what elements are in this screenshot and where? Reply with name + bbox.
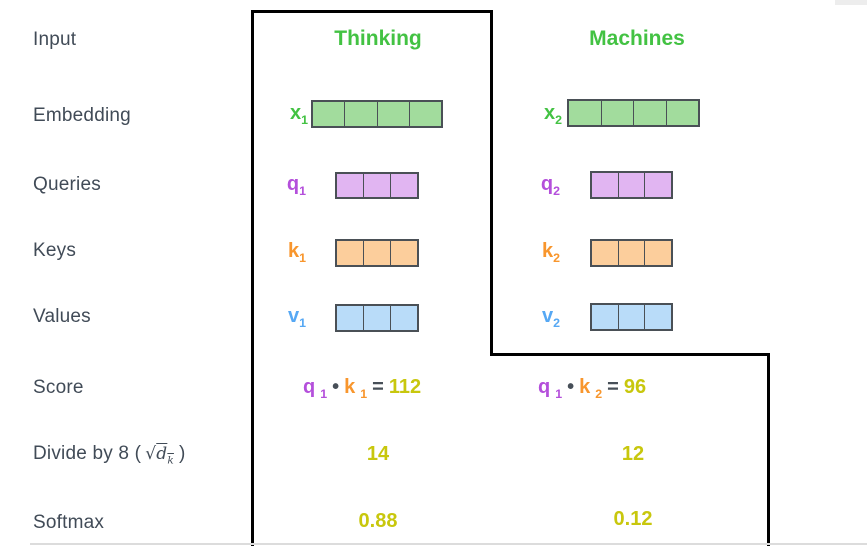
row-label-score: Score: [33, 377, 84, 398]
vector-cell: [313, 102, 346, 126]
vector-cell: [391, 241, 417, 265]
vector-cell: [569, 101, 602, 125]
vector-cell: [618, 173, 646, 197]
divide-prefix: Divide by 8 (: [33, 443, 142, 464]
row-label-values: Values: [33, 306, 91, 327]
vector-cell: [618, 241, 646, 265]
value-vector-v1: [335, 304, 419, 332]
softmax-value-2: 0.12: [613, 508, 653, 530]
divide-value-2: 12: [621, 443, 645, 465]
vector-cell: [337, 174, 364, 197]
vector-cell: [391, 306, 417, 330]
divide-suffix: ): [178, 443, 186, 464]
row-label-divide: Divide by 8 ( √dk ): [33, 443, 186, 467]
vector-cell: [634, 101, 667, 125]
embedding-label-x1: x1: [289, 102, 308, 127]
vector-cell: [364, 174, 391, 197]
vector-cell: [645, 305, 672, 329]
vector-cell: [645, 241, 672, 265]
key-vector-k2: [590, 239, 673, 267]
row-label-input: Input: [33, 29, 77, 50]
value-label-v2: v2: [541, 305, 560, 330]
query-label-q2: q2: [540, 173, 560, 198]
top-right-artifact: [835, 0, 867, 5]
vector-cell: [645, 173, 672, 197]
key-label-k1: k1: [287, 240, 306, 265]
vector-cell: [592, 173, 619, 197]
dot-operator: •: [567, 376, 575, 398]
embedding-label-x2: x2: [543, 102, 562, 127]
vector-cell: [377, 102, 410, 126]
row-label-keys: Keys: [33, 240, 77, 261]
column-heading-machines: Machines: [589, 27, 685, 50]
embedding-vector-x2: [567, 99, 700, 127]
query-label-q1: q1: [286, 173, 306, 198]
vector-cell: [666, 101, 698, 125]
radicand-sub-k: k: [167, 454, 174, 467]
key-vector-k1: [335, 239, 419, 267]
vector-cell: [618, 305, 646, 329]
radicand-d: d: [156, 444, 168, 464]
vector-cell: [337, 306, 364, 330]
query-vector-q1: [335, 172, 419, 199]
embedding-vector-x1: [311, 100, 443, 128]
equals-sign: =: [372, 376, 384, 398]
sqrt-dk-formula: √dk: [145, 444, 175, 467]
box-border-right-inner: [490, 10, 493, 356]
equals-sign: =: [607, 376, 619, 398]
row-label-embedding: Embedding: [33, 105, 131, 126]
box-border-step: [490, 353, 770, 356]
vector-cell: [592, 241, 619, 265]
row-label-softmax: Softmax: [33, 512, 105, 533]
score1-value: 112: [388, 376, 422, 398]
dot-operator: •: [332, 376, 340, 398]
softmax-value-1: 0.88: [358, 510, 398, 532]
value-label-v1: v1: [287, 305, 306, 330]
value-vector-v2: [590, 303, 673, 331]
query-vector-q2: [590, 171, 673, 199]
vector-cell: [364, 241, 391, 265]
vector-cell: [592, 305, 619, 329]
radical-sign: √: [145, 444, 157, 464]
column-heading-thinking: Thinking: [334, 27, 422, 50]
vector-cell: [337, 241, 364, 265]
vector-cell: [409, 102, 441, 126]
box-border-right-outer: [767, 353, 770, 546]
box-border-left: [251, 10, 254, 546]
divide-value-1: 14: [366, 443, 390, 465]
row-label-queries: Queries: [33, 174, 101, 195]
vector-cell: [345, 102, 378, 126]
score2-value: 96: [623, 376, 647, 398]
vector-cell: [601, 101, 634, 125]
box-border-top: [251, 10, 492, 13]
vector-cell: [391, 174, 417, 197]
bottom-divider-line: [30, 543, 867, 545]
vector-cell: [364, 306, 391, 330]
key-label-k2: k2: [541, 240, 560, 265]
